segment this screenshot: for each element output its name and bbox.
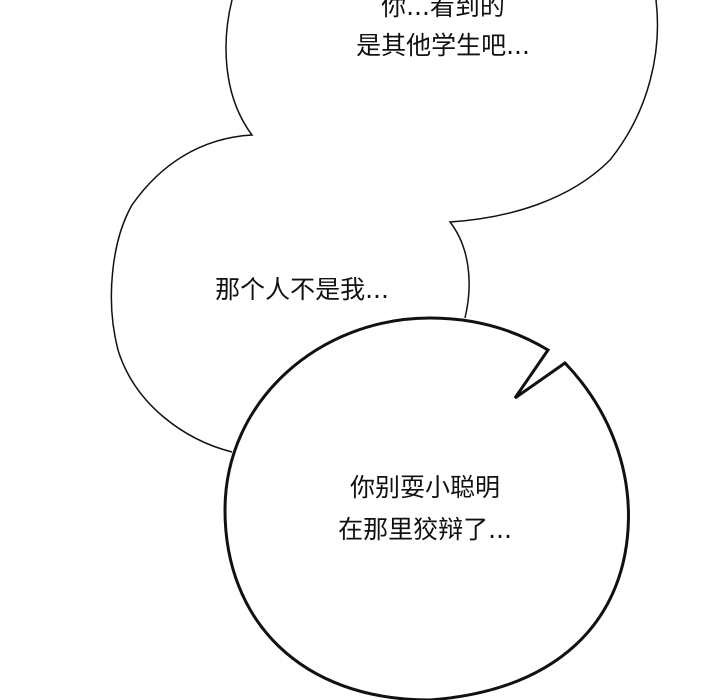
top-middle-bubble-outline [110, 0, 659, 453]
top-bubble-line-1: 你...看到的 [381, 0, 505, 21]
middle-bubble-line-1: 那个人不是我... [215, 275, 389, 304]
bottom-bubble-line-2: 在那里狡辩了... [338, 515, 512, 544]
top-bubble-line-2: 是其他学生吧... [356, 31, 530, 60]
bottom-bubble-line-1: 你别耍小聪明 [349, 473, 501, 502]
bottom-bubble-outline [223, 316, 630, 700]
